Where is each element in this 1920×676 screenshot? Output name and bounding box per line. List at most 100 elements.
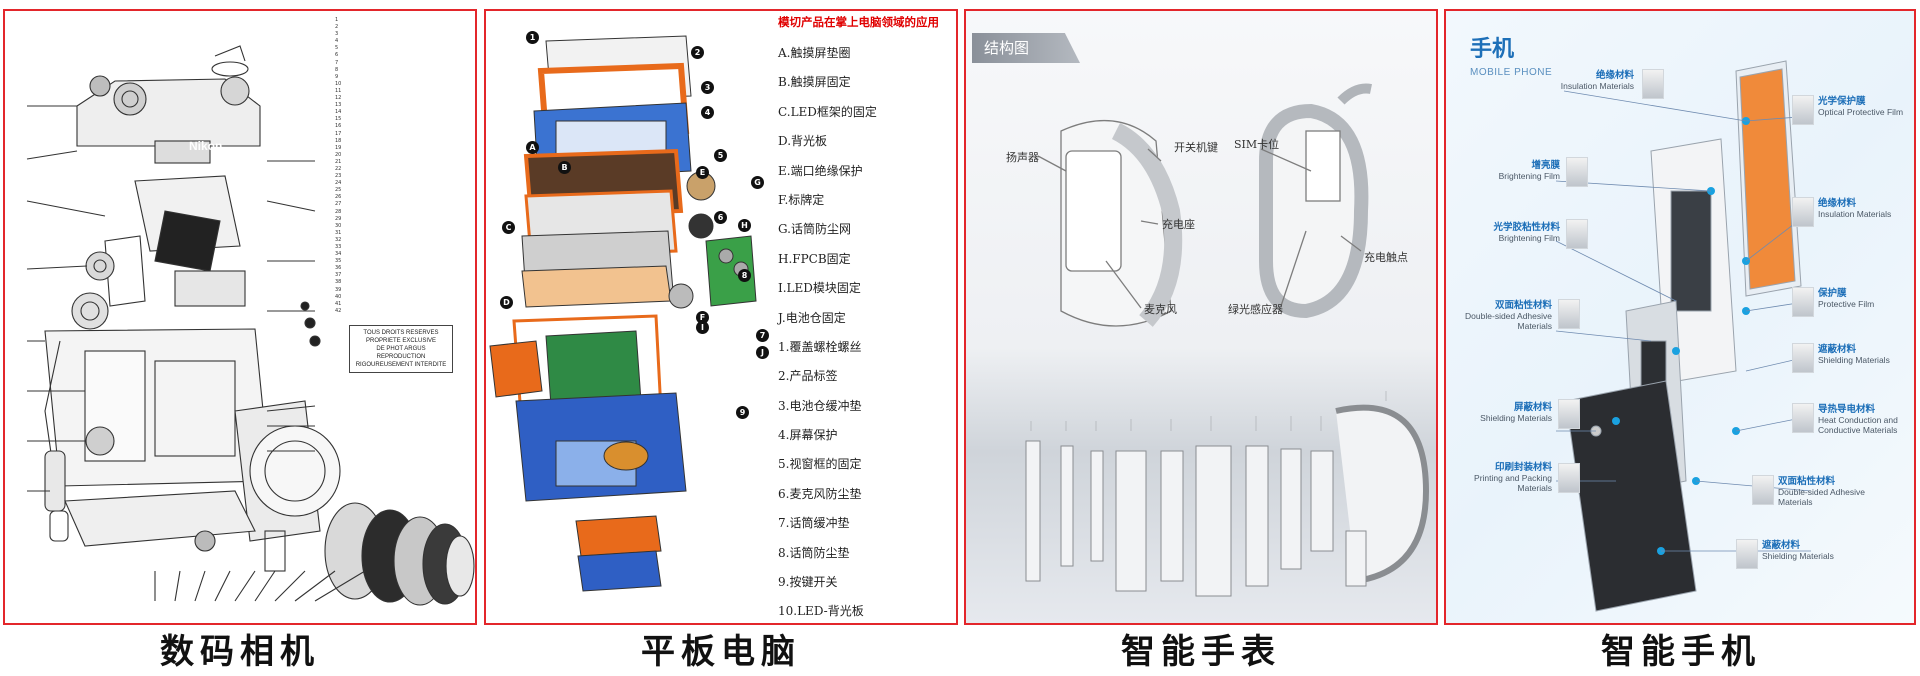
speaker-label: 扬声器	[1006, 151, 1039, 164]
label-en: Protective Film	[1818, 299, 1875, 309]
copyright-notice: TOUS DROITS RESERVES PROPRIETE EXCLUSIVE…	[349, 325, 453, 373]
camera-caption: 数码相机	[160, 632, 320, 672]
tablet-part-item: J.电池仓固定	[778, 310, 846, 325]
legend-row: 26	[335, 194, 342, 201]
label-en: Shielding Materials	[1762, 551, 1834, 561]
tablet-part-item: 7.话筒缓冲垫	[778, 516, 850, 531]
material-thumb	[1792, 197, 1814, 227]
callout-badge: J	[756, 346, 769, 359]
tablet-part-item: 9.按键开关	[778, 575, 838, 590]
tablet-caption: 平板电脑	[641, 632, 801, 672]
legend-row: 19	[335, 144, 342, 151]
tablet-part-item: I.LED模块固定	[778, 281, 861, 296]
camera-exploded-drawing	[26, 45, 475, 606]
legend-row: 5	[335, 45, 339, 52]
green-light-sensor-label: 绿光感应器	[1228, 303, 1283, 316]
label-zh: 遮蔽材料	[1818, 344, 1857, 355]
label-zh: 双面粘性材料	[1494, 300, 1552, 311]
legend-row: 38	[335, 279, 342, 286]
legend-row: 31	[335, 229, 342, 236]
tablet-part-item: E.端口绝缘保护	[778, 163, 863, 178]
tablet-part-item: 1.覆盖螺栓螺丝	[778, 339, 862, 354]
legend-row: 41	[335, 300, 342, 307]
legend-row: 36	[335, 265, 342, 272]
label-en: Brightening Film	[1498, 233, 1560, 243]
label-zh: 导热导电材料	[1818, 404, 1876, 415]
callout-badge: 4	[701, 106, 714, 119]
callout-badge: 6	[714, 211, 727, 224]
material-thumb	[1642, 69, 1664, 99]
tablet-part-item: 10.LED-背光板	[778, 604, 864, 619]
material-thumb	[1752, 475, 1774, 505]
legend-row: 33	[335, 244, 342, 250]
tablet-part-item: 5.视窗框的固定	[778, 457, 862, 472]
label-en: Optical Protective Film	[1818, 107, 1904, 117]
legend-row: 1	[335, 17, 339, 23]
phone-exploded-drawing	[1555, 60, 1812, 612]
tablet-part-item: 2.产品标签	[778, 369, 838, 384]
legend-row: 42	[335, 307, 342, 314]
label-zh: 绝缘材料	[1818, 198, 1857, 209]
label-zh: 屏蔽材料	[1513, 402, 1552, 413]
callout-badge: G	[751, 176, 764, 189]
watch-caption: 智能手表	[1121, 632, 1281, 672]
legend-row: 3	[335, 31, 339, 38]
legend-row: 30	[335, 222, 342, 229]
legend-row: 6	[335, 52, 339, 59]
microphone-label: 麦克风	[1144, 303, 1177, 316]
legend-row: 14	[335, 109, 342, 116]
callout-badge: 8	[738, 269, 751, 282]
tablet-part-item: D.背光板	[778, 134, 828, 149]
legend-row: 29	[335, 215, 342, 222]
label-en: Insulation Materials	[1560, 81, 1634, 91]
callout-badge: 3	[701, 81, 714, 94]
material-thumb	[1792, 95, 1814, 125]
label-en: Double-sided Adhesive Materials	[1465, 311, 1552, 331]
callout-badge: F	[696, 311, 709, 324]
legend-row: 22	[335, 165, 342, 172]
legend-row: 23	[335, 173, 342, 180]
legend-row: 25	[335, 187, 342, 194]
material-thumb	[1558, 299, 1580, 329]
legend-row: 24	[335, 180, 342, 187]
legend-row: 10	[335, 80, 342, 87]
callout-badge: A	[526, 141, 539, 154]
notice-line: RIGOUREUSEMENT INTERDITE	[355, 362, 447, 368]
legend-row: 18	[335, 137, 342, 144]
charging-dock-label: 充电座	[1162, 218, 1195, 231]
legend-row: 20	[335, 151, 342, 158]
material-thumb	[1792, 287, 1814, 317]
material-thumb	[1792, 403, 1814, 433]
legend-row: 8	[335, 66, 339, 73]
label-en: Printing and Packing Materials	[1474, 473, 1552, 493]
material-thumb	[1558, 463, 1580, 493]
label-en: Shielding Materials	[1480, 413, 1552, 423]
label-zh: 遮蔽材料	[1762, 540, 1801, 551]
legend-row: 34	[335, 251, 342, 258]
callout-badge: 2	[691, 46, 704, 59]
callout-badge: 7	[756, 329, 769, 342]
label-zh: 光学保护膜	[1818, 96, 1866, 107]
label-zh: 增亮膜	[1531, 160, 1560, 171]
label-en: Double-sided Adhesive Materials	[1778, 487, 1865, 507]
label-zh: 绝缘材料	[1595, 70, 1634, 81]
charging-contact-label: 充电触点	[1364, 251, 1408, 264]
watch-structure-drawing	[1025, 83, 1430, 597]
material-thumb	[1566, 219, 1588, 249]
label-zh: 光学胶粘性材料	[1493, 222, 1560, 233]
callout-badge: E	[696, 166, 709, 179]
legend-row: 28	[335, 208, 342, 215]
tablet-exploded-drawing	[489, 35, 757, 592]
